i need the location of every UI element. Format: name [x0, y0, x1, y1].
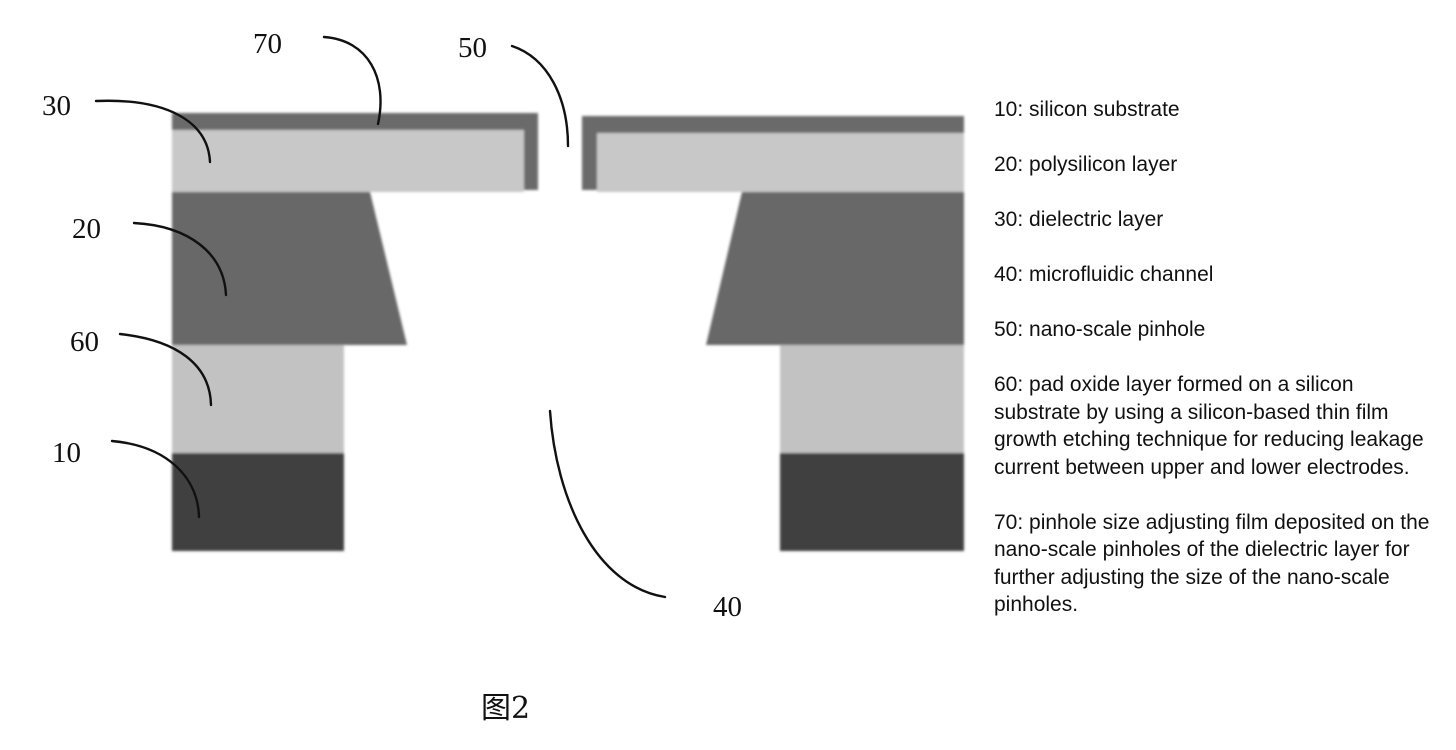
legend-item-30: 30: dielectric layer — [994, 208, 1164, 231]
label-50: 50 — [458, 32, 487, 64]
legend-item-60: 60: pad oxide layer formed on a silicon … — [994, 373, 1424, 479]
leader-line-60 — [118, 332, 213, 407]
label-30: 30 — [42, 90, 71, 122]
label-70: 70 — [253, 28, 282, 60]
polysilicon-right — [706, 192, 964, 345]
adjusting-film-right — [582, 116, 964, 190]
label-20: 20 — [72, 213, 101, 245]
legend-item-20: 20: polysilicon layer — [994, 153, 1178, 176]
label-10: 10 — [52, 437, 81, 469]
pad-oxide-right — [780, 345, 964, 453]
legend-item-10: 10: silicon substrate — [994, 98, 1180, 121]
dielectric-right — [597, 133, 964, 192]
legend-item-50: 50: nano-scale pinhole — [994, 318, 1206, 341]
silicon-substrate-left — [172, 453, 344, 551]
leader-line-30 — [94, 99, 212, 164]
leader-line-10 — [110, 439, 201, 519]
legend-item-70: 70: pinhole size adjusting film deposite… — [994, 510, 1430, 617]
legend-item-40: 40: microfluidic channel — [994, 263, 1214, 286]
figure-caption: 图2 — [481, 691, 530, 726]
leader-line-20 — [132, 221, 228, 297]
pad-oxide-left — [172, 345, 344, 453]
leader-line-70 — [322, 35, 382, 126]
label-40: 40 — [713, 591, 742, 623]
label-60: 60 — [70, 326, 99, 358]
dielectric-left — [172, 130, 524, 192]
legend: 10: silicon substrate 20: polysilicon la… — [994, 96, 1434, 646]
leader-line-40 — [548, 409, 667, 599]
leader-line-50 — [510, 44, 570, 148]
polysilicon-left — [172, 192, 407, 345]
adjusting-film-left — [172, 113, 538, 190]
silicon-substrate-right — [780, 453, 964, 551]
